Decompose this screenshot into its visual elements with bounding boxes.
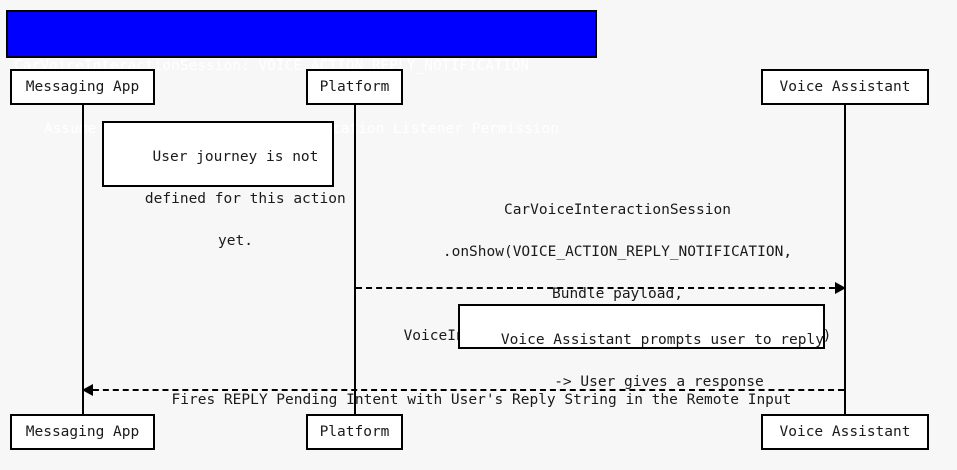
note-line-1: User journey is not: [152, 149, 319, 165]
participant-bottom-messaging-app[interactable]: Messaging App: [10, 414, 155, 450]
participant-label: Messaging App: [25, 424, 140, 440]
participant-label: Voice Assistant: [779, 424, 911, 440]
participant-bottom-voice-assistant[interactable]: Voice Assistant: [761, 414, 929, 450]
participant-label: Platform: [319, 424, 390, 440]
note-line-2: defined for this action: [144, 191, 346, 207]
lifeline-messaging-app: [82, 104, 84, 415]
note-line-1: Voice Assistant prompts user to reply: [500, 332, 824, 348]
message-line-1: Fires REPLY Pending Intent with User's R…: [171, 392, 792, 408]
message-arrow-line: [356, 287, 845, 289]
diagram-title-banner: CarVoiceInteractionSession: VOICE_ACTION…: [6, 10, 597, 137]
note-line-2: -> User gives a response: [554, 374, 764, 390]
message-label-reply-intent: Fires REPLY Pending Intent with User's R…: [83, 369, 845, 432]
message-line-1: CarVoiceInteractionSession: [503, 202, 731, 218]
message-line-3: Bundle payload,: [551, 286, 683, 302]
lifeline-voice-assistant: [844, 104, 846, 415]
lifeline-platform: [354, 104, 356, 415]
participant-label: Voice Assistant: [779, 79, 911, 95]
message-arrow-onshow: [356, 282, 846, 294]
note-user-journey: User journey is not defined for this act…: [102, 121, 346, 249]
note-line-3: yet.: [218, 233, 253, 249]
arrowhead-right-icon: [835, 282, 846, 294]
participant-top-platform[interactable]: Platform: [306, 69, 403, 105]
message-arrow-line: [83, 389, 844, 391]
participant-label: Messaging App: [25, 79, 140, 95]
note-voice-prompt: Voice Assistant prompts user to reply ->…: [458, 304, 825, 390]
participant-bottom-platform[interactable]: Platform: [306, 414, 403, 450]
message-arrow-reply-intent: [82, 384, 844, 396]
participant-top-messaging-app[interactable]: Messaging App: [10, 69, 155, 105]
participant-label: Platform: [319, 79, 390, 95]
message-line-2: .onShow(VOICE_ACTION_REPLY_NOTIFICATION,: [442, 244, 793, 260]
participant-top-voice-assistant[interactable]: Voice Assistant: [761, 69, 929, 105]
arrowhead-left-icon: [82, 384, 93, 396]
